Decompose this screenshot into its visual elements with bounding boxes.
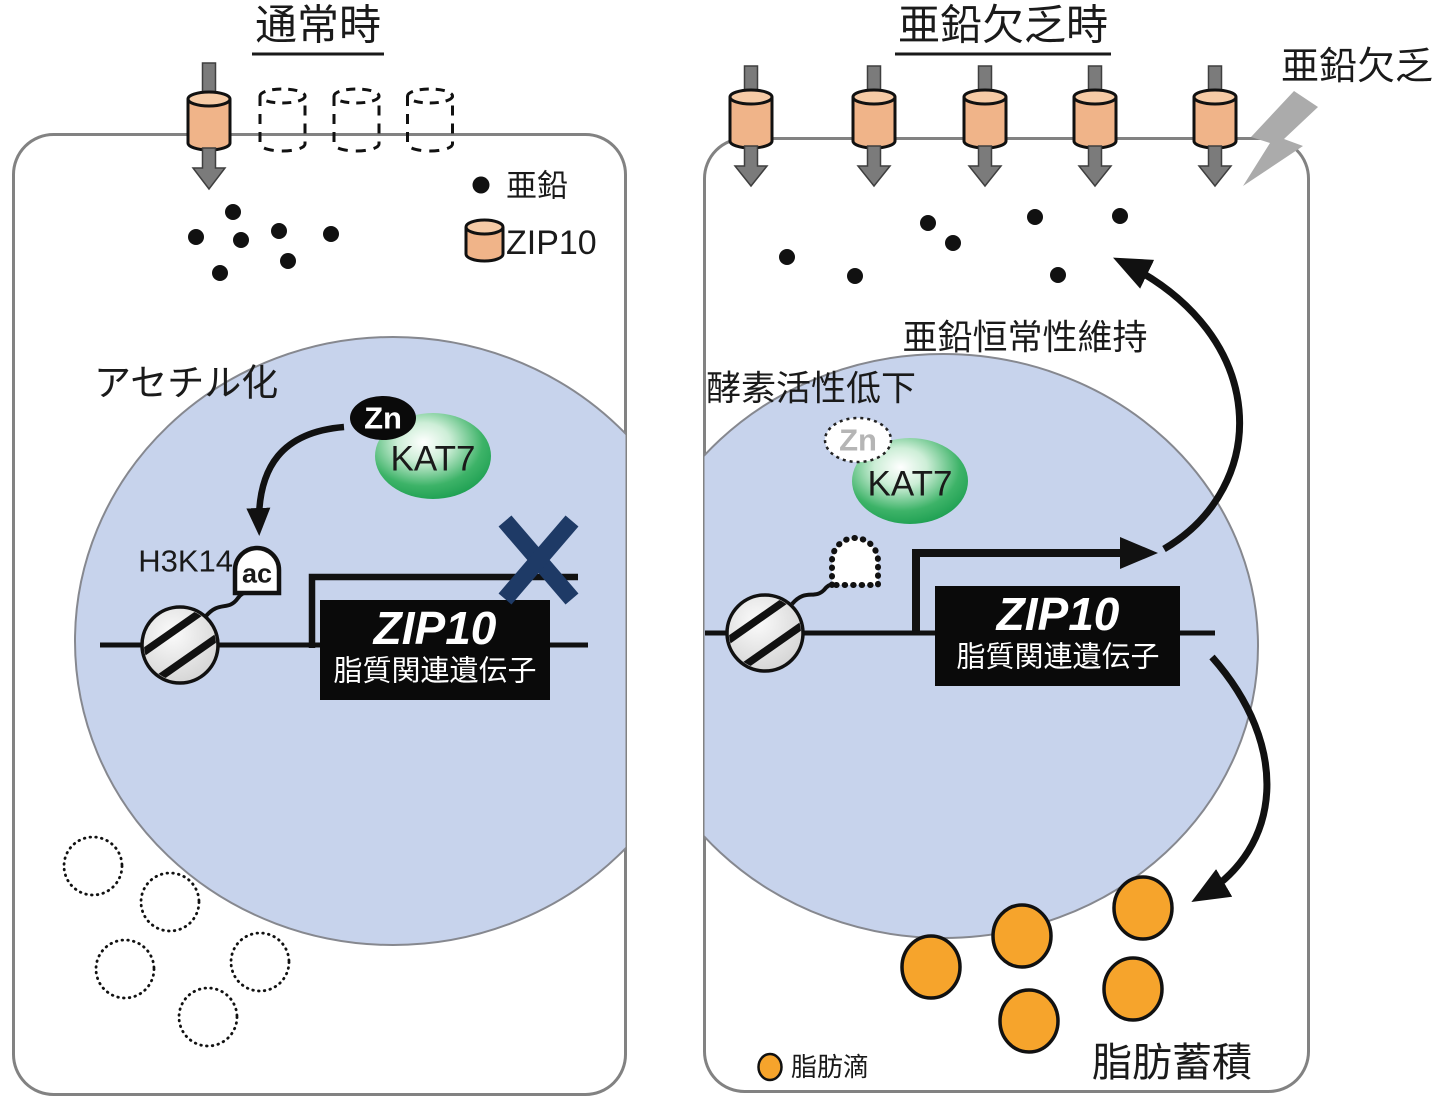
lipid-droplet [1102,956,1164,1022]
zinc-dot [271,223,287,239]
legend-zip10-label: ZIP10 [506,224,597,262]
zn-label-right: Zn [839,422,877,458]
lipid-droplet-outline [139,871,201,933]
lipid-droplet-outline [177,986,239,1048]
lipid-droplet [998,988,1060,1054]
zinc-dot [225,204,241,220]
zip10-transporter [728,88,774,150]
zinc-dot [188,229,204,245]
acetylation-label: アセチル化 [94,362,279,404]
left-transcription-arrow-blocked [308,573,578,648]
zinc-dot [1112,208,1128,224]
zinc-dot [1027,209,1043,225]
right-transcription-arrow [912,537,1158,633]
zip10-transporter-dashed [258,87,307,153]
kat7-oval-right [852,438,968,524]
right-gene-title: ZIP10 [996,588,1120,640]
zinc-dot [233,232,249,248]
lipid-droplet-outline [94,938,156,1000]
zip10-transporter [464,218,505,263]
zinc-influx-arrow [856,145,892,188]
acetyl-mark-dashed [829,535,881,588]
zinc-dot [1050,267,1066,283]
zinc-dot [945,235,961,251]
legend-zinc-label: 亜鉛 [506,168,568,204]
zinc-dot [779,249,795,265]
acetyl-mark-shape [232,545,282,596]
zinc-dot [212,265,228,281]
zip10-transporter [851,88,897,150]
left-title: 通常時 [251,4,385,56]
zip10-transporter-dashed [406,87,454,153]
lipid-droplet [1112,875,1174,941]
lipid-droplet [991,903,1053,969]
lipid-droplet-outline [229,931,291,993]
kat7-label-left: KAT7 [390,439,476,479]
zinc-dot [280,253,296,269]
kat7-label-right: KAT7 [867,464,953,504]
zip10-legend-icon [464,218,505,263]
zinc-influx-arrow [733,145,769,188]
zn-oval-left [350,396,416,440]
right-gene-subtitle: 脂質関連遺伝子 [956,641,1160,674]
left-gene-box [320,600,550,700]
enzyme-activity-label: 酵素活性低下 [706,369,917,409]
lipid-droplet-legend-label: 脂肪滴 [791,1052,870,1082]
zip10-transporter-dashed [332,87,381,153]
zinc-deficiency-label: 亜鉛欠乏 [1280,46,1434,88]
zip10-transporter [1192,88,1238,150]
homeostasis-arrow [1113,257,1244,553]
zinc-influx-arrow [1077,145,1113,188]
right-nucleosome-icon [725,593,805,673]
zinc-dot [323,226,339,242]
lightning-icon [1243,91,1318,186]
left-nucleosome-icon [140,605,220,685]
right-gene-box [935,586,1180,686]
lipid-droplet-legend-icon [757,1052,783,1082]
left-gene-subtitle: 脂質関連遺伝子 [333,655,537,688]
ac-label: ac [241,558,273,589]
block-x-icon [498,515,579,605]
zip10-transporter [962,88,1008,150]
zinc-dot-legend-icon [472,176,490,194]
zn-to-h3k14-arrow [246,423,345,536]
left-gene-title: ZIP10 [373,602,497,654]
fat-accumulation-label: 脂肪蓄積 [1092,1041,1252,1085]
zinc-dot [920,215,936,231]
zn-oval-right-dashed [823,416,893,464]
lipid-droplet-outline [62,835,124,897]
zinc-dot [847,268,863,284]
zip10-transporter [186,90,232,152]
h3k14-label: H3K14 [138,543,233,579]
lipid-droplet [900,934,962,1000]
homeostasis-label: 亜鉛恒常性維持 [902,318,1148,358]
lipid-export-arrow [1191,654,1271,903]
zip10-transporter [1072,88,1118,150]
zinc-influx-arrow [191,147,227,191]
zinc-influx-arrow [1197,145,1233,188]
zinc-influx-arrow [967,145,1003,188]
right-title: 亜鉛欠乏時 [894,4,1112,56]
zn-label-left: Zn [364,400,402,436]
